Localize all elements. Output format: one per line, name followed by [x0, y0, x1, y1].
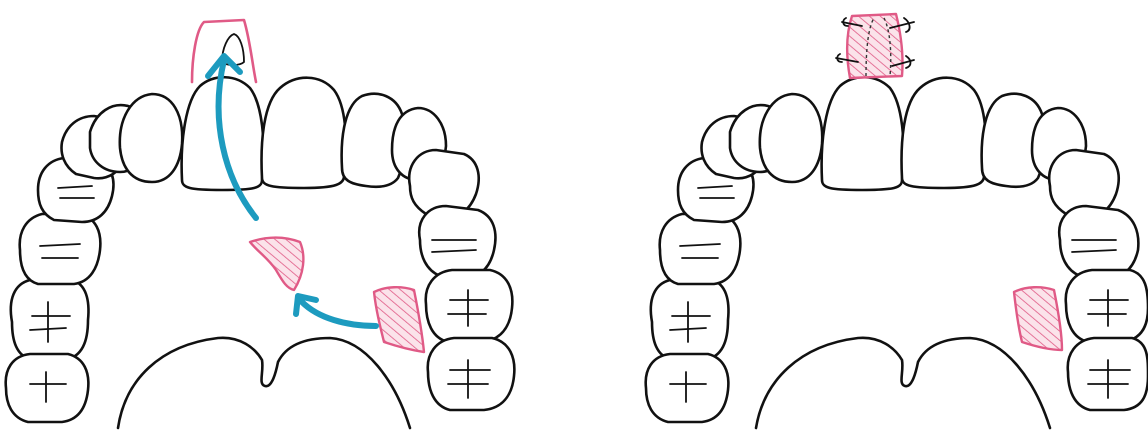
left-molars-right-side [409, 150, 514, 410]
healed-donor-site [1014, 287, 1062, 350]
right-panel [646, 14, 1148, 428]
right-molars-right-side [1049, 150, 1148, 410]
right-palate-outline [756, 338, 1050, 428]
left-palate-outline [118, 338, 410, 428]
right-anterior-teeth [730, 77, 1086, 190]
sutured-graft [847, 14, 902, 78]
donor-site-graft [374, 287, 424, 352]
left-anterior-teeth [90, 77, 446, 190]
arrow-donor-to-palate [302, 302, 376, 326]
harvested-graft [250, 238, 303, 291]
left-panel [6, 20, 515, 428]
